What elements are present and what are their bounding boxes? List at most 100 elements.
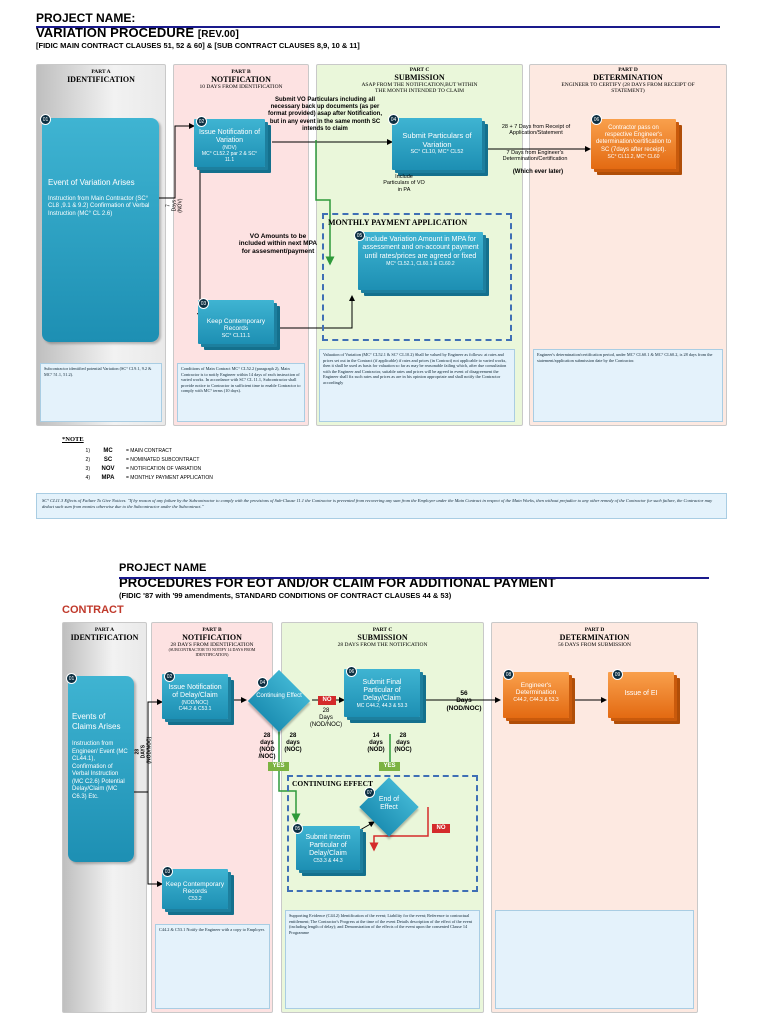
title-rule-2: [119, 577, 709, 579]
days-14-nod-label: 14 days (NOD): [367, 733, 385, 753]
step-c05-badge: 05: [292, 823, 303, 834]
days-28-7-label: 28 + 7 Days from Receipt of Application/…: [501, 124, 571, 137]
box-03-title: Keep Contemporary Records: [206, 318, 266, 333]
days-28-noc-label-2: 28 days (NOC): [394, 733, 412, 753]
note-part-b: Conditions of Main Contract MC° CL52.2 (…: [177, 363, 305, 422]
step-c07-badge: 07: [364, 787, 375, 798]
note-part-c-2: Supporting Evidence (C44.2) Identificati…: [285, 910, 480, 1009]
title-rule: [36, 26, 720, 28]
box-c08-ref: C44.2, C44.3 & 53.3: [513, 696, 559, 703]
continuing-effect-group: [287, 775, 478, 892]
note-part-a: Subcontractor identified potential Varia…: [40, 363, 162, 422]
yes-tag-1: YES: [268, 762, 289, 771]
no-tag-1: NO: [318, 696, 336, 705]
box-02-title: Issue Notification of Variation: [198, 129, 261, 145]
vo-amounts-label: VO Amounts to be included within next MP…: [238, 233, 318, 255]
box-c03-records: Keep Contemporary Records C53.2: [162, 869, 228, 909]
box-c08-title: Engineer's Determination: [515, 682, 557, 697]
step-03-badge: 03: [198, 298, 209, 309]
box-c06-submit-final: Submit Final Particular of Delay/Claim M…: [344, 669, 420, 717]
box-02-note: (NOV): [222, 145, 237, 152]
step-c04-badge: 04: [257, 677, 268, 688]
section1-connectors: [158, 123, 591, 329]
part-d-header: PART D DETERMINATION ENGINEER TO CERTIFY…: [561, 67, 695, 95]
box-04-submit-particulars: Submit Particulars of Variation SC° CL10…: [392, 118, 482, 170]
continuing-effect-title: CONTINUING EFFECT: [292, 779, 374, 788]
arrow-c07-no: [369, 807, 429, 852]
include-pa-label: Include Particulars of VO in PA: [383, 174, 425, 193]
no-tag-2: NO: [432, 824, 450, 833]
project-name-label: PROJECT NAME:: [36, 11, 136, 25]
days-28-nod-noc-label-2: 28 days (NOD /NOC): [258, 733, 276, 760]
box-01-text: Instruction from Main Contractor (SC° CL…: [48, 195, 150, 217]
box-c02-ref: C44.2 & C53.1: [178, 706, 212, 713]
box-c06-ref: MC C44.2, 44.3 & 53.3: [356, 703, 408, 710]
diamond-c04-label: Continuing Effect: [256, 693, 302, 699]
part-b-header: PART B NOTIFICATION 10 DAYS FROM IDENTIF…: [199, 69, 283, 90]
box-c01-text: Instruction from Engineer/ Event (MC CL4…: [72, 741, 128, 800]
box-06-title: Contractor pass on respective Engineer's…: [595, 125, 672, 153]
note-part-d: Engineer's determination/certification p…: [533, 349, 723, 422]
box-06-ref: SC° CL11.2, MC° CL60: [607, 153, 660, 160]
clauses-subtitle: [FIDIC MAIN CONTRACT CLAUSES 51, 52 & 60…: [36, 41, 360, 50]
box-c05-title: Submit Interim Particular of Delay/Claim: [305, 834, 351, 858]
diamond-c04-continuing-effect: Continuing Effect: [247, 669, 311, 733]
project-name-label-2: PROJECT NAME: [119, 562, 207, 574]
box-c01-title: Events of Claims Arises: [72, 712, 121, 731]
part-c-header: PART C SUBMISSION ASAP FROM THE NOTIFICA…: [361, 67, 478, 95]
step-c03-badge: 03: [162, 866, 173, 877]
box-c02-notification: Issue Notification of Delay/Claim (NOD/N…: [162, 674, 228, 719]
clauses-subtitle-2: (FIDIC '87 with '99 amendments, STANDARD…: [119, 591, 452, 600]
box-05-include-variation: Include Variation Amount in MPA for asse…: [358, 232, 483, 290]
box-02-ref: MC° CL52.2 par 2 & SC° 11.1: [201, 151, 258, 164]
arrow-green-to-05: [315, 140, 335, 266]
page-title: VARIATION PROCEDURE [REV.00]: [36, 25, 239, 40]
box-01-event-of-variation: Event of Variation Arises Instruction fr…: [42, 118, 159, 342]
box-01-title: Event of Variation Arises: [48, 178, 135, 187]
part-a-header: PART A IDENTIFICATION: [67, 69, 135, 84]
box-c03-ref: C53.2: [188, 895, 202, 902]
step-01-badge: 01: [40, 114, 51, 125]
box-06-contractor-pass-on: Contractor pass on respective Engineer's…: [591, 119, 676, 169]
abbr-row: 1) MC = MAIN CONTRACT: [85, 447, 172, 454]
step-c02-badge: 02: [164, 671, 175, 682]
step-c06-badge: 06: [346, 666, 357, 677]
box-04-title: Submit Particulars of Variation: [402, 131, 472, 149]
part-d-header-2: PART D DETERMINATION 56 DAYS FROM SUBMIS…: [558, 627, 631, 648]
days-28-noc-label: 28 days (NOC): [284, 733, 302, 753]
abbr-row: 2) SC = NOMINATED SUBCONTRACT: [85, 456, 200, 463]
abbr-row: 3) NOV = NOTIFICATION OF VARIATION: [85, 465, 202, 472]
box-c02-sub: (NOD/NOC): [181, 700, 209, 707]
box-03-ref: SC° CL11.1: [221, 332, 251, 339]
step-c01-badge: 01: [66, 673, 77, 684]
box-c08-engineer-determination: Engineer's Determination C44.2, C44.3 & …: [503, 672, 569, 718]
note-part-b-2: C44.2 & C53.1 Notify the Engineer with a…: [155, 924, 270, 1009]
diamond-c07-label: End of Effect: [378, 796, 400, 812]
days-7-nov-label: 7 Days (NOV): [165, 198, 183, 213]
part-b-header-2: PART B NOTIFICATION 28 DAYS FROM IDENTIF…: [168, 627, 256, 657]
note-part-c: Valuation of Variation (MC° CL52.1 & SC°…: [319, 349, 515, 422]
abbr-row: 4) MPA = MONTHLY PAYMENT APPLICATION: [85, 474, 213, 481]
part-c-header-2: PART C SUBMISSION 28 DAYS FROM THE NOTIF…: [337, 627, 428, 648]
box-c03-title: Keep Contemporary Records: [165, 881, 225, 896]
contract-label: CONTRACT: [62, 604, 124, 616]
mpa-title: MONTHLY PAYMENT APPLICATION: [328, 218, 468, 227]
step-04-badge: 04: [388, 114, 399, 125]
step-c08-badge: 08: [503, 669, 514, 680]
box-c05-ref: C53.3 & 44.3: [313, 858, 343, 865]
box-c01-events-of-claims: Events of Claims Arises Instruction from…: [68, 676, 134, 862]
whichever-later-label: (Which ever later): [512, 169, 564, 175]
arrow-c05-to-c07: [359, 821, 375, 831]
abbreviations-list: 1) MC = MAIN CONTRACT 2) SC = NOMINATED …: [62, 446, 262, 482]
title-text: VARIATION PROCEDURE: [36, 25, 195, 40]
note-part-d-2-empty: [495, 910, 694, 1009]
days-28-nod-noc-label-3: 28 Days (NOD/NOC): [309, 708, 343, 728]
box-c05-submit-interim: Submit Interim Particular of Delay/Claim…: [296, 826, 360, 870]
diamond-c07-end-of-effect: End of Effect: [358, 776, 420, 838]
box-c06-title: Submit Final Particular of Delay/Claim: [362, 679, 402, 703]
abbreviations-title: *NOTE: [62, 436, 84, 443]
step-05-badge: 05: [354, 230, 365, 241]
arrow-c01-to-c03: [134, 791, 163, 887]
mpa-group: [322, 213, 512, 341]
box-c09-title: Issue of EI: [624, 690, 658, 697]
